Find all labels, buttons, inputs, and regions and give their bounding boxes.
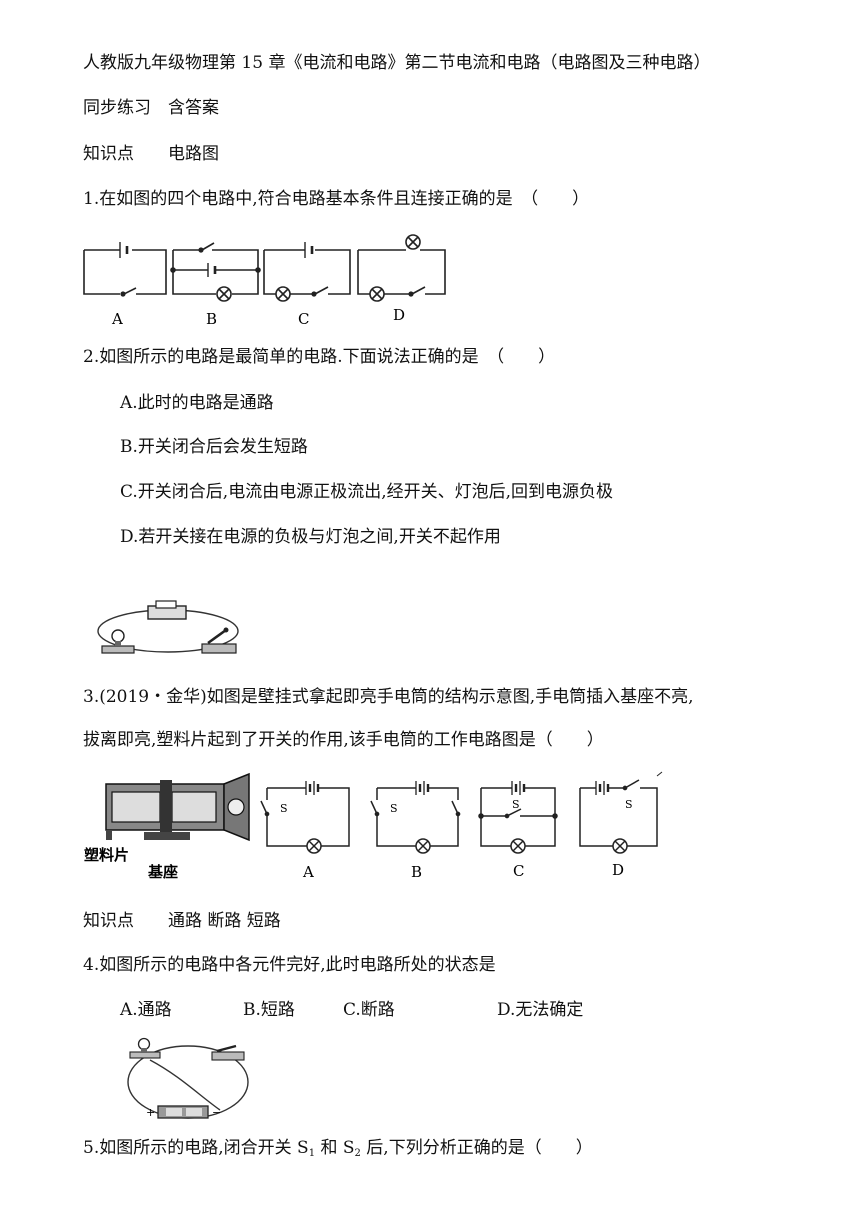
q2-option-c: C.开关闭合后,电流由电源正极流出,经开关、灯泡后,回到电源负极 — [120, 482, 614, 502]
question-4: 4.如图所示的电路中各元件完好,此时电路所处的状态是 — [83, 955, 496, 975]
question-5: 5.如图所示的电路,闭合开关 S1 和 S2 后,下列分析正确的是（ ） — [83, 1136, 593, 1166]
q3-d-switch-label: S — [625, 798, 633, 811]
q4-option-c: C.断路 — [343, 1000, 395, 1020]
q1-circuit-figure: A B C D — [83, 234, 446, 327]
q3-label-d: D — [612, 861, 624, 879]
q3-label-a: A — [302, 863, 314, 881]
q5-text-c: 后,下列分析正确的是（ ） — [360, 1138, 593, 1158]
q1-label-a: A — [111, 310, 123, 327]
section-heading-circuit-states: 知识点 通路 断路 短路 — [83, 911, 281, 931]
q5-text-b: 和 S — [315, 1138, 355, 1158]
q1-label-b: B — [206, 310, 217, 327]
doc-title-line1: 人教版九年级物理第 15 章《电流和电路》第二节电流和电路（电路图及三种电路） — [83, 53, 711, 73]
circuit-b — [170, 242, 261, 302]
q5-sub-2: 2 — [354, 1148, 361, 1159]
q3-circuit-b — [370, 781, 461, 854]
q2-simple-circuit-figure — [97, 600, 239, 654]
q5-sub-1: 1 — [308, 1148, 316, 1159]
q2-option-d: D.若开关接在电源的负极与灯泡之间,开关不起作用 — [120, 527, 501, 547]
section-heading-circuit-diagram: 知识点 电路图 — [83, 144, 219, 164]
q1-label-d: D — [393, 306, 405, 324]
circuit-a — [83, 242, 167, 297]
q3-b-switch-label: S — [390, 802, 398, 815]
q3-label-c: C — [513, 862, 524, 880]
q4-option-b: B.短路 — [243, 1000, 295, 1020]
question-3-line1: 3.(2019・金华)如图是壁挂式拿起即亮手电筒的结构示意图,手电筒插入基座不亮… — [83, 687, 694, 707]
q3-flashlight-figure: 塑料片 基座 — [84, 771, 663, 881]
q2-option-a: A.此时的电路是通路 — [120, 393, 274, 413]
q1-label-c: C — [298, 310, 309, 327]
circuit-d — [357, 234, 446, 302]
q3-circuit-a — [260, 781, 350, 854]
flashlight-structure: 塑料片 基座 — [84, 772, 250, 881]
q5-text-a: 5.如图所示的电路,闭合开关 S — [83, 1138, 309, 1158]
doc-title-line2: 同步练习 含答案 — [83, 98, 219, 118]
q3-c-switch-label: S — [512, 798, 520, 811]
q4-option-a: A.通路 — [120, 1000, 172, 1020]
q3-label-b: B — [411, 863, 422, 881]
question-1: 1.在如图的四个电路中,符合电路基本条件且连接正确的是 （ ） — [83, 189, 590, 209]
q4-option-d: D.无法确定 — [497, 1000, 584, 1020]
q2-option-b: B.开关闭合后会发生短路 — [120, 437, 308, 457]
q4-circuit-figure: + − — [127, 1037, 249, 1119]
q3-circuit-c — [478, 781, 558, 854]
label-plastic-sheet: 塑料片 — [84, 846, 129, 864]
battery-minus-sign: − — [212, 1106, 221, 1119]
q3-circuit-d — [579, 771, 663, 854]
question-2: 2.如图所示的电路是最简单的电路.下面说法正确的是 （ ） — [83, 347, 556, 367]
circuit-c — [263, 242, 351, 302]
label-base: 基座 — [147, 863, 178, 881]
q3-a-switch-label: S — [280, 802, 288, 815]
battery-plus-sign: + — [146, 1106, 155, 1119]
question-3-line2: 拔离即亮,塑料片起到了开关的作用,该手电筒的工作电路图是（ ） — [83, 730, 604, 750]
